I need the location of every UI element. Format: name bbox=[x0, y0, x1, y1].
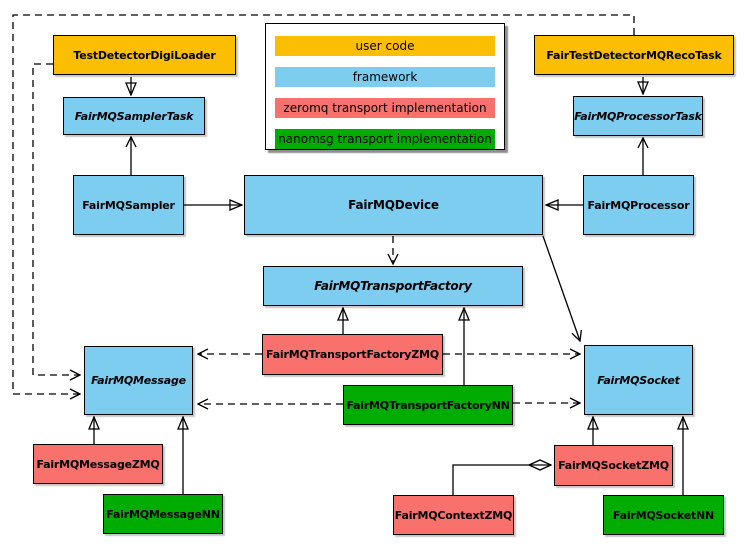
edge-contextzmq-socketzmq bbox=[452, 465, 551, 495]
class-box-fairmqprocessor: FairMQProcessor bbox=[583, 175, 694, 235]
legend-item-user-code: user code bbox=[275, 36, 495, 56]
class-box-testdetectordigiloader: TestDetectorDigiLoader bbox=[53, 35, 236, 75]
class-box-fairmqmessage: FairMQMessage bbox=[84, 346, 193, 415]
legend-item-nanomsg: nanomsg transport implementation bbox=[275, 129, 495, 149]
class-box-fairmqmessagenn: FairMQMessageNN bbox=[103, 494, 223, 534]
class-box-fairmqmessagezmq: FairMQMessageZMQ bbox=[33, 444, 163, 484]
class-box-fairmqsamplertask: FairMQSamplerTask bbox=[63, 97, 205, 135]
class-box-fairmqtransportfactorynn: FairMQTransportFactoryNN bbox=[343, 385, 513, 425]
legend-item-zeromq: zeromq transport implementation bbox=[275, 98, 495, 118]
legend-item-framework: framework bbox=[275, 67, 495, 87]
class-box-fairmqsocketnn: FairMQSocketNN bbox=[603, 495, 724, 535]
class-box-fairtestdetectormqrecotask: FairTestDetectorMQRecoTask bbox=[534, 35, 734, 75]
class-box-fairmqtransportfactory: FairMQTransportFactory bbox=[263, 266, 523, 306]
edge-device-socket bbox=[542, 235, 580, 341]
class-box-fairmqprocessortask: FairMQProcessorTask bbox=[573, 96, 703, 136]
class-box-fairmqsocket: FairMQSocket bbox=[584, 345, 693, 415]
class-box-fairmqsocketzmq: FairMQSocketZMQ bbox=[554, 445, 673, 486]
class-box-fairmqcontextzmq: FairMQContextZMQ bbox=[393, 495, 514, 535]
legend: user code framework zeromq transport imp… bbox=[265, 23, 505, 150]
class-box-fairmqtransportfactoryzmq: FairMQTransportFactoryZMQ bbox=[262, 334, 443, 375]
class-box-fairmqsampler: FairMQSampler bbox=[73, 175, 184, 235]
class-box-fairmqdevice: FairMQDevice bbox=[244, 175, 543, 235]
